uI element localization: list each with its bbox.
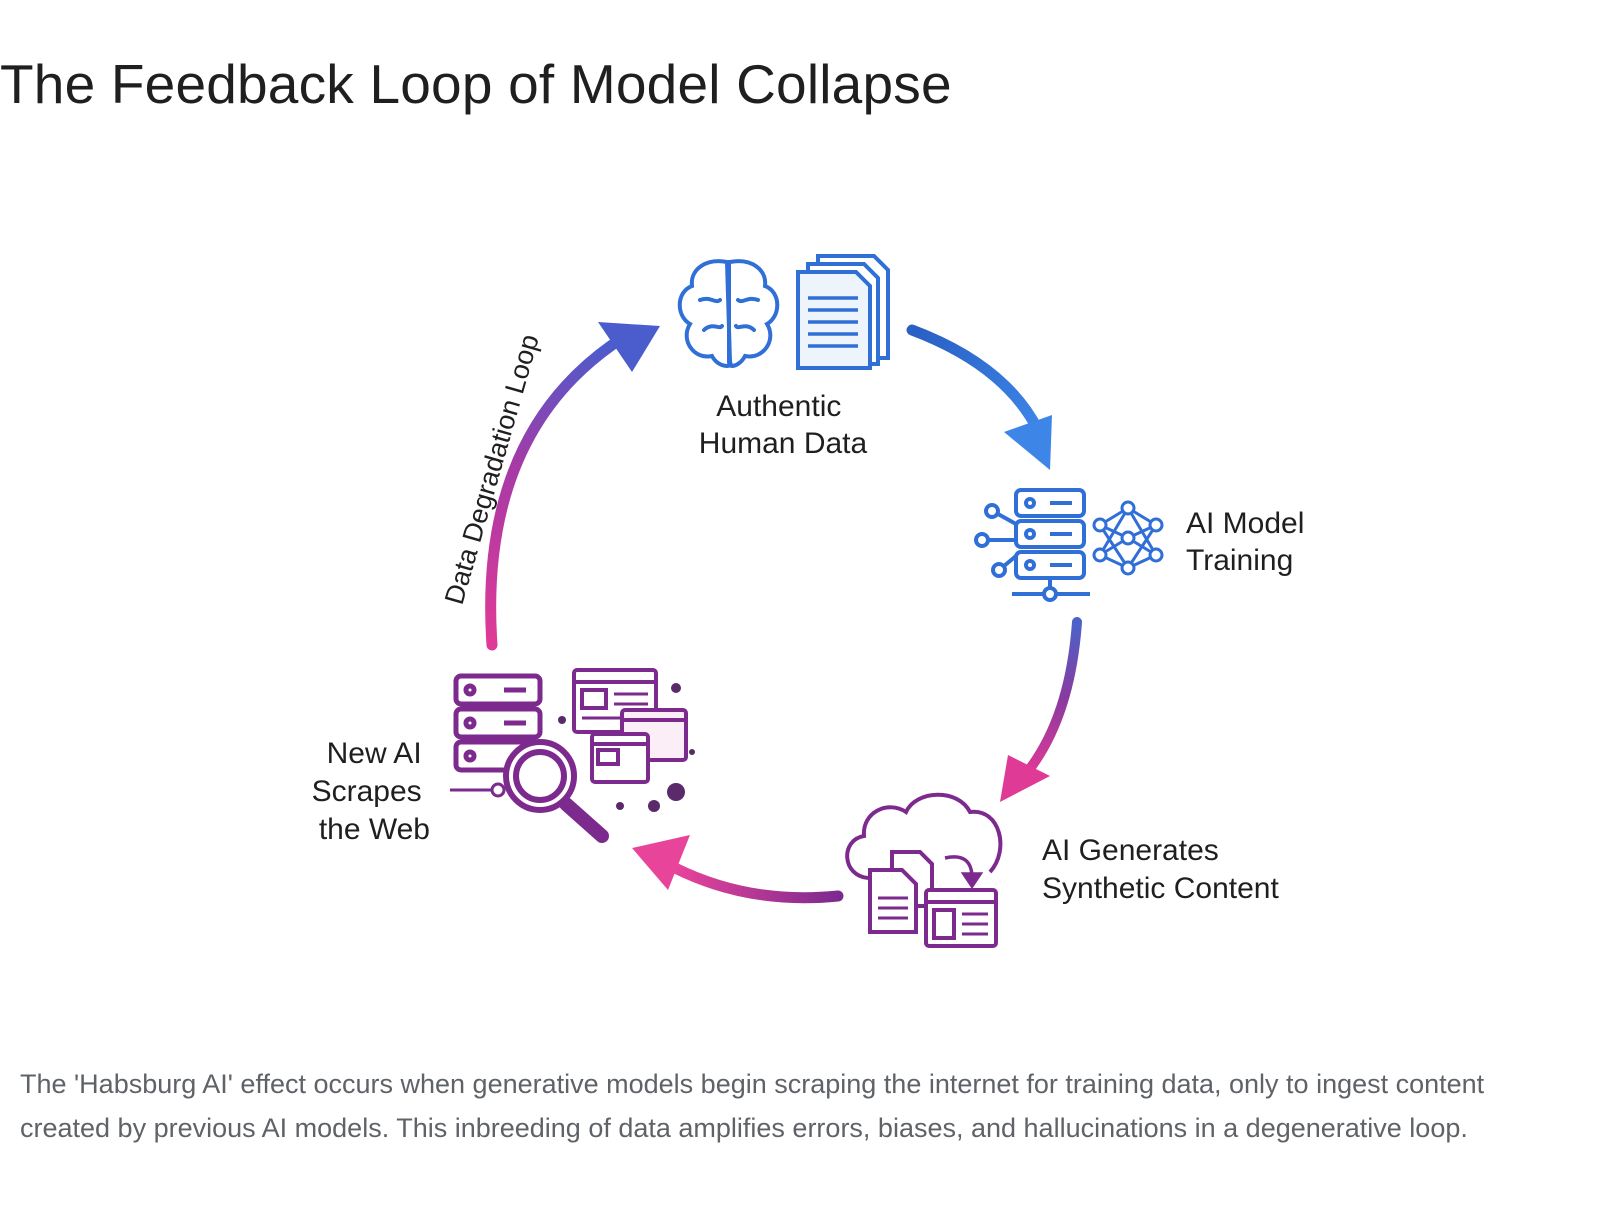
arrow-scrape-to-authentic	[485, 322, 660, 651]
node-label-line: AI Model	[1186, 507, 1304, 540]
node-new-ai-scrapes-web: New AI Scrapes the Web	[312, 668, 695, 846]
node-label-line: Training	[1186, 544, 1293, 577]
svg-text:New AI Scrapes the: New AI Scrapes the Web	[312, 737, 430, 846]
page-title: The Feedback Loop of Model Collapse	[0, 53, 952, 115]
node-authentic-human-data: Authentic Human Data	[677, 254, 890, 460]
cloud-icon	[845, 792, 1003, 880]
node-label-line: the Web	[319, 813, 430, 846]
figure-caption: The 'Habsburg AI' effect occurs when gen…	[20, 1069, 1485, 1143]
magnifier-icon	[450, 739, 609, 843]
file-icon	[868, 850, 934, 934]
model-collapse-diagram: Data Degradation Loop Authentic	[312, 254, 1313, 948]
browser-window-icon	[924, 888, 998, 948]
documents-icon	[796, 254, 890, 370]
node-label-line: Scrapes	[312, 775, 422, 808]
svg-text:AI Generates Synthetic C: AI Generates Synthetic Content	[1042, 834, 1279, 905]
arrow-training-to-synthetic	[1000, 617, 1082, 802]
node-label-line: Synthetic Content	[1042, 872, 1279, 905]
transfer-arrow-icon	[944, 855, 984, 890]
svg-text:AI Model Training: AI Model Training	[1186, 507, 1313, 577]
server-stack-icon	[974, 488, 1090, 602]
node-label-line: Human Data	[699, 427, 868, 460]
node-ai-model-training: AI Model Training	[974, 488, 1313, 602]
node-label-line: New AI	[327, 737, 422, 770]
browser-window-icon	[572, 668, 688, 784]
neural-network-icon	[1092, 500, 1164, 576]
arrow-authentic-to-training	[906, 324, 1052, 470]
svg-text:Authentic Human Data: Authentic Human Data	[699, 390, 868, 460]
node-ai-generates-synthetic-content: AI Generates Synthetic Content	[845, 792, 1279, 948]
brain-icon	[677, 259, 780, 368]
noise-dots-decoration	[558, 683, 695, 812]
node-label-line: AI Generates	[1042, 834, 1219, 867]
node-label-line: Authentic	[716, 390, 841, 423]
arrow-synthetic-to-scrape	[632, 835, 844, 904]
